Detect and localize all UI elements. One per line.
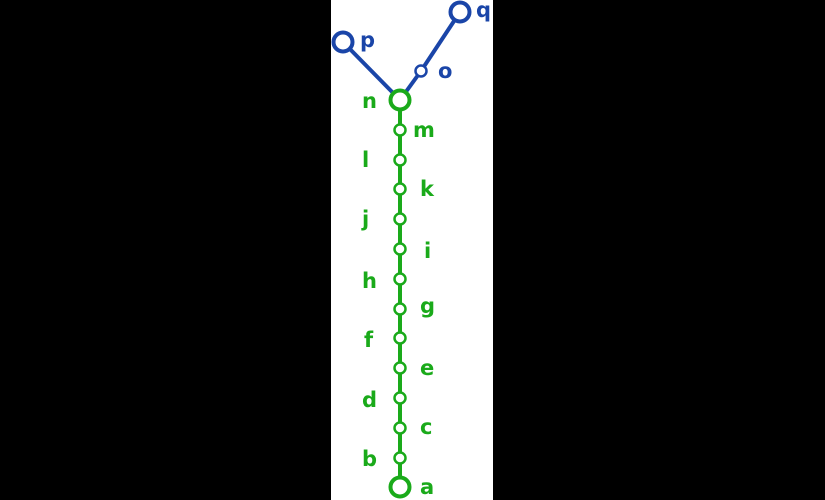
station-m-marker[interactable] (393, 123, 407, 137)
station-m-label: m (413, 118, 435, 142)
station-o-label: o (438, 59, 452, 83)
station-f-marker[interactable] (393, 331, 407, 345)
station-p-label: p (360, 28, 375, 52)
station-j-label: j (361, 207, 369, 231)
station-q-label: q (476, 0, 491, 22)
station-l-label: l (362, 148, 369, 172)
station-a-label: a (420, 475, 434, 499)
station-l-marker[interactable] (393, 153, 407, 167)
station-c-label: c (420, 415, 432, 439)
station-e-label: e (420, 356, 434, 380)
station-e-marker[interactable] (393, 361, 407, 375)
station-h-label: h (362, 269, 377, 293)
station-d-label: d (362, 388, 377, 412)
station-c-marker[interactable] (393, 421, 407, 435)
station-b-marker[interactable] (393, 451, 407, 465)
station-o-marker[interactable] (414, 64, 428, 78)
station-n-label: n (362, 89, 377, 113)
station-p-marker[interactable] (331, 30, 355, 54)
station-b-label: b (362, 447, 377, 471)
station-h-marker[interactable] (393, 272, 407, 286)
station-i-label: i (424, 239, 431, 263)
station-g-marker[interactable] (393, 302, 407, 316)
station-q-marker[interactable] (448, 0, 472, 24)
station-k-marker[interactable] (393, 182, 407, 196)
station-k-label: k (420, 177, 435, 201)
station-f-label: f (364, 328, 374, 352)
blue-branch-o-to-q (419, 10, 462, 73)
station-a-marker[interactable] (388, 475, 412, 499)
station-d-marker[interactable] (393, 391, 407, 405)
station-n-marker[interactable] (388, 88, 412, 112)
station-g-label: g (420, 294, 435, 318)
station-i-marker[interactable] (393, 242, 407, 256)
station-j-marker[interactable] (393, 212, 407, 226)
blue-branch-to-p (341, 40, 402, 102)
